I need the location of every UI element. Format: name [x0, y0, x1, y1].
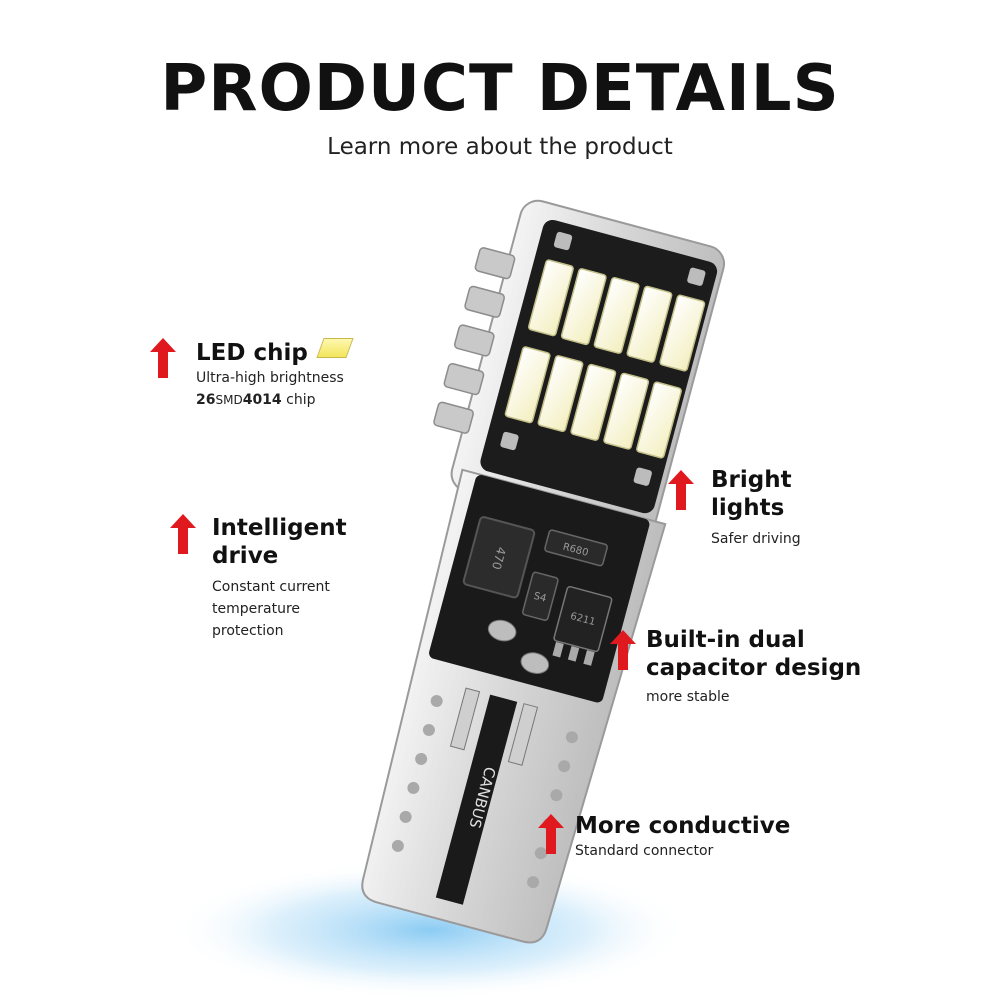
led-chip: [504, 346, 551, 424]
more-conductive-title: More conductive: [575, 813, 791, 839]
capacitor: [487, 619, 517, 642]
led-chip-title: LED chip: [196, 338, 410, 367]
inductor-label: 470: [489, 545, 508, 571]
up-arrow-icon: [668, 470, 694, 510]
led-chip: [560, 268, 607, 346]
bright-lights-title-line1: Bright: [711, 467, 792, 493]
up-arrow-icon: [610, 630, 636, 670]
bright-lights-title-line2: lights: [711, 495, 785, 521]
led-chip: [626, 285, 673, 363]
led-chip-desc-line1: Ultra-high brightness: [196, 370, 344, 386]
callout-dual-capacitor: Built-in dual capacitor design more stab…: [610, 626, 870, 708]
up-arrow-icon: [150, 338, 176, 378]
diode-label: S4: [532, 591, 547, 605]
inductor: [462, 516, 536, 599]
led-chip: [603, 372, 650, 450]
led-chip-desc-line2: 26SMD4014 chip: [196, 392, 316, 408]
callout-led-chip: LED chip Ultra-high brightness 26SMD4014…: [150, 338, 410, 411]
led-chip: [659, 294, 706, 372]
connector-wire: [507, 703, 539, 766]
callout-more-conductive: More conductive Standard connector: [538, 812, 798, 862]
intelligent-drive-title-line2: drive: [212, 543, 279, 569]
page-subtitle: Learn more about the product: [327, 134, 673, 160]
callout-intelligent-drive: Intelligent drive Constant current tempe…: [170, 514, 390, 642]
led-chip: [593, 276, 640, 354]
up-arrow-icon: [538, 814, 564, 854]
intelligent-drive-desc-line2: temperature: [212, 601, 300, 617]
led-chip-swatch: [316, 338, 354, 358]
intelligent-drive-desc-line3: protection: [212, 623, 284, 639]
dual-capacitor-title-line2: capacitor design: [646, 655, 862, 681]
cooling-fins: [433, 247, 516, 434]
more-conductive-desc: Standard connector: [575, 843, 714, 859]
up-arrow-icon: [170, 514, 196, 554]
intelligent-drive-desc-line1: Constant current: [212, 579, 330, 595]
led-chip: [528, 259, 574, 337]
dual-capacitor-desc: more stable: [646, 689, 730, 705]
dual-capacitor-title-line1: Built-in dual: [646, 627, 805, 653]
canbus-strip: [435, 694, 518, 905]
bright-lights-desc: Safer driving: [711, 531, 801, 547]
page-title: PRODUCT DETAILS: [160, 52, 840, 126]
led-chip: [537, 355, 584, 433]
led-chips: [504, 259, 706, 459]
resistor: [544, 529, 608, 567]
driver-ic: [553, 585, 613, 653]
callout-bright-lights: Bright lights Safer driving: [668, 466, 868, 550]
led-chip: [636, 381, 682, 459]
connector-wire: [449, 687, 481, 751]
base-glow: [170, 860, 690, 1000]
capacitor: [520, 652, 550, 674]
intelligent-drive-title-line1: Intelligent: [212, 515, 347, 541]
led-chip: [570, 363, 617, 441]
diode: [522, 571, 559, 621]
